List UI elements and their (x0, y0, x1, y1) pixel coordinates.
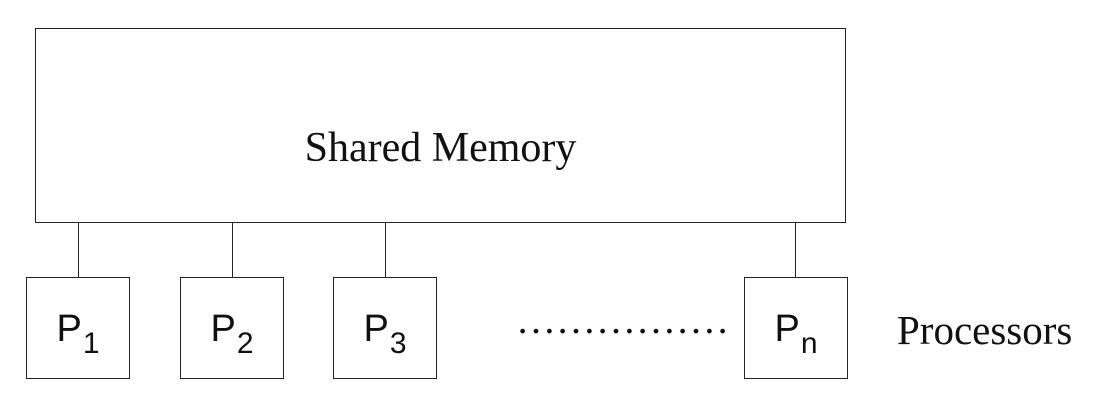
connector-pn (795, 223, 796, 277)
processor-base-3: P (363, 308, 389, 350)
connector-p2 (232, 223, 233, 277)
shared-memory-box: Shared Memory (35, 28, 846, 223)
processor-box-n: Pn (744, 277, 848, 379)
processor-label-1: P1 (27, 308, 129, 359)
processor-label-3: P3 (334, 308, 436, 359)
processor-sub-3: 3 (389, 327, 407, 360)
processor-label-n: Pn (745, 308, 847, 359)
processor-sub-1: 1 (82, 327, 100, 360)
processor-base-n: P (774, 308, 800, 350)
processor-box-3: P3 (333, 277, 437, 379)
processor-label-2: P2 (181, 308, 283, 359)
shared-memory-label: Shared Memory (304, 125, 577, 171)
processor-box-2: P2 (180, 277, 284, 379)
processor-sub-n: n (800, 327, 818, 360)
connector-p1 (78, 223, 79, 277)
processors-label: Processors (897, 307, 1073, 353)
processor-base-1: P (56, 308, 82, 350)
processor-base-2: P (210, 308, 236, 350)
processor-sub-2: 2 (236, 327, 254, 360)
processor-box-1: P1 (26, 277, 130, 379)
ellipsis-dots: ……………… (516, 300, 730, 340)
connector-p3 (385, 223, 386, 277)
